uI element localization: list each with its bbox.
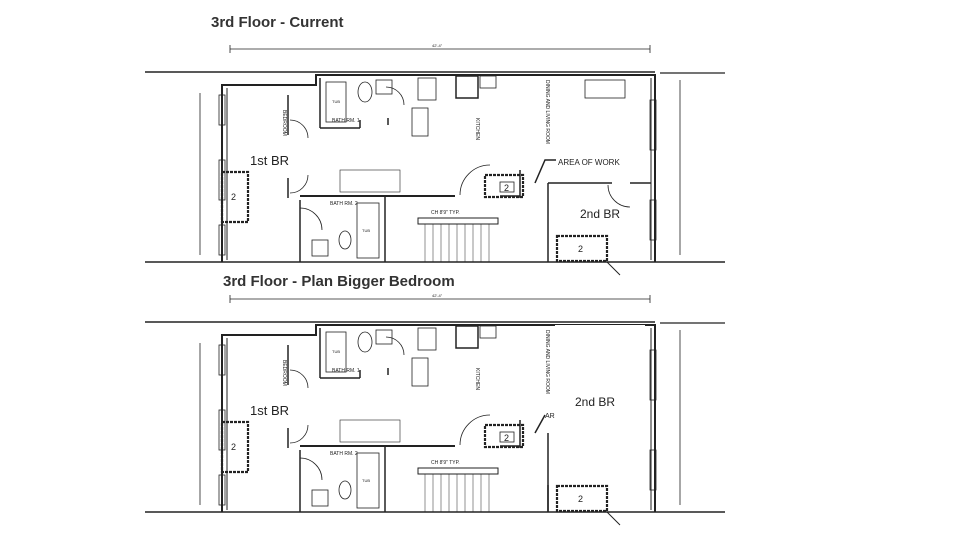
door-swing (299, 207, 323, 231)
leader-line (534, 159, 556, 184)
window (649, 349, 657, 401)
ceiling-height-label: CH 8'9" TYP. (431, 210, 460, 216)
door-swing (299, 457, 323, 481)
bath-room-1-label: BATH RM. 1 (332, 368, 360, 374)
dimension-label: 42'-4" (432, 43, 443, 48)
door-swing (385, 336, 405, 356)
stair-rail (417, 467, 499, 475)
radiator-number: 2 (231, 192, 236, 202)
kitchen-sink (417, 327, 437, 351)
dimension-label: 42'-4" (432, 293, 443, 298)
kitchen-label: KITCHEN (474, 118, 480, 140)
toilet (357, 81, 373, 103)
stair-rail (417, 217, 499, 225)
bedroom-label: BEDROOM (281, 360, 287, 386)
door-swing (459, 164, 491, 196)
dining-living-label: DINING AND LIVING ROOM (544, 80, 550, 144)
bathtub (325, 331, 347, 373)
range (455, 75, 479, 99)
bath-room-2-label: BATH RM. 2 (330, 451, 358, 457)
window (218, 474, 226, 506)
radiator-number: 2 (578, 244, 583, 254)
door-swing (289, 119, 309, 139)
kitchen-label: KITCHEN (474, 368, 480, 390)
dishwasher (479, 75, 497, 89)
window (218, 344, 226, 376)
sink (311, 489, 329, 507)
radiator (220, 420, 250, 474)
door-swing (289, 424, 309, 444)
bathtub (325, 81, 347, 123)
sink (311, 239, 329, 257)
floor-plan-current: 42'-4" 2 2 2 AREA OF WORK 2nd BR 1st BR BATH RM… (145, 43, 725, 276)
window (218, 94, 226, 126)
radiator (483, 423, 525, 449)
radiator-number: 2 (504, 183, 509, 193)
radiator (220, 170, 250, 224)
door-swing (289, 369, 309, 389)
sink (375, 79, 393, 95)
door-swing (607, 184, 631, 208)
exterior-wall (221, 74, 656, 262)
dishwasher (479, 325, 497, 339)
plan-title-bigger-bedroom: 3rd Floor - Plan Bigger Bedroom (223, 273, 455, 290)
radiator-inner (499, 431, 515, 443)
radiator (555, 234, 609, 263)
second-br-label: 2nd BR (575, 395, 615, 409)
tub-label: TUB (362, 478, 370, 483)
cleared-area (555, 325, 645, 480)
window (649, 449, 657, 491)
door-swing (459, 414, 491, 446)
radiator (555, 484, 609, 513)
radiator-number: 2 (231, 442, 236, 452)
first-br-label: 1st BR (250, 153, 289, 168)
washer-dryer-closet (339, 169, 401, 193)
first-br-label: 1st BR (250, 403, 289, 418)
door-swing (289, 174, 309, 194)
leader-line (534, 414, 546, 434)
toilet (338, 230, 352, 250)
dining-living-label: DINING AND LIVING ROOM (544, 330, 550, 394)
tub-label: TUB (332, 349, 340, 354)
window (649, 199, 657, 241)
radiator-number: 2 (504, 433, 509, 443)
area-of-work-label: AR (545, 413, 555, 420)
bath-room-2-label: BATH RM. 2 (330, 201, 358, 207)
bathtub (356, 452, 380, 509)
sink (375, 329, 393, 345)
fireplace (584, 79, 626, 99)
toilet (338, 480, 352, 500)
tub-label: TUB (332, 99, 340, 104)
leader-line (606, 261, 621, 276)
bath-room-1-label: BATH RM. 1 (332, 118, 360, 124)
window (218, 224, 226, 256)
kitchen-sink (417, 77, 437, 101)
plan-title-current: 3rd Floor - Current (211, 14, 344, 31)
tub-label: TUB (362, 228, 370, 233)
bedroom-label: BEDROOM (281, 110, 287, 136)
radiator (483, 173, 525, 199)
area-of-work-label: AREA OF WORK (558, 158, 620, 167)
counter (411, 357, 429, 387)
door-swing (385, 86, 405, 106)
leader-line (606, 511, 621, 526)
radiator-inner (499, 181, 515, 193)
range (455, 325, 479, 349)
toilet (357, 331, 373, 353)
second-br-label: 2nd BR (580, 207, 620, 221)
radiator-number: 2 (578, 494, 583, 504)
washer-dryer-closet (339, 419, 401, 443)
window (649, 99, 657, 151)
bathtub (356, 202, 380, 259)
ceiling-height-label: CH 8'9" TYP. (431, 460, 460, 466)
exterior-wall (221, 324, 656, 512)
counter (411, 107, 429, 137)
